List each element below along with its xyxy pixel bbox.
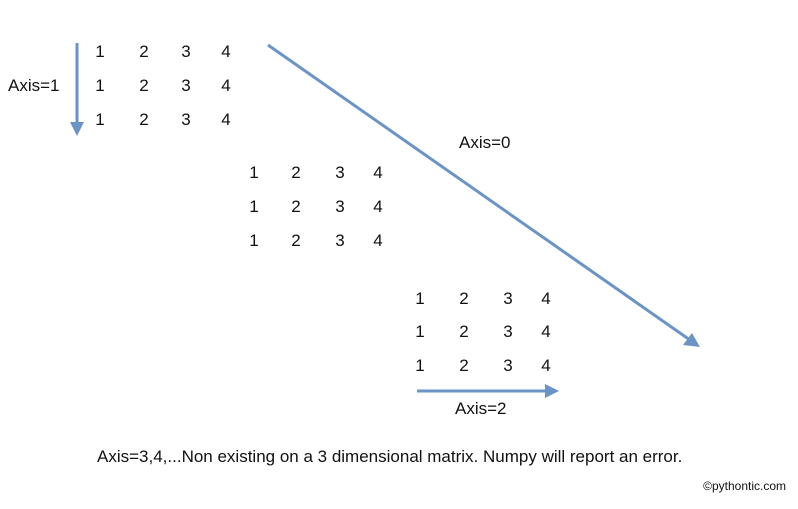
matrix-cell: 2 (139, 76, 149, 95)
matrix-row: 1 2 3 4 (244, 229, 404, 253)
matrix-cell: 2 (291, 197, 301, 216)
matrix-row: 1 2 3 4 (410, 320, 570, 344)
axis1-arrow (70, 43, 84, 136)
matrix-row: 1 2 3 4 (90, 108, 250, 132)
matrix-cell: 4 (221, 76, 231, 95)
matrix-cell: 2 (459, 322, 469, 341)
matrix-cell: 3 (335, 197, 345, 216)
matrix-cell: 3 (181, 76, 191, 95)
matrix-cell: 4 (373, 163, 383, 182)
matrix-cell: 3 (503, 322, 513, 341)
matrix-cell: 1 (95, 76, 105, 95)
matrix-cell: 2 (139, 42, 149, 61)
matrix-cell: 2 (139, 110, 149, 129)
matrix-row: 1 2 3 4 (90, 40, 250, 64)
matrix-cell: 1 (415, 322, 425, 341)
matrix-cell: 1 (249, 231, 259, 250)
matrix-cell: 4 (541, 289, 551, 308)
matrix-cell: 4 (373, 231, 383, 250)
axis0-label: Axis=0 (459, 133, 511, 152)
matrix-3: 1 2 3 4 1 2 3 4 1 2 3 4 (410, 287, 570, 407)
axis2-arrow (417, 384, 559, 398)
matrix-2: 1 2 3 4 1 2 3 4 1 2 3 4 (244, 161, 404, 281)
matrix-cell: 3 (181, 42, 191, 61)
matrix-cell: 1 (415, 356, 425, 375)
matrix-row: 1 2 3 4 (90, 74, 250, 98)
matrix-cell: 3 (503, 289, 513, 308)
matrix-cell: 2 (291, 231, 301, 250)
matrix-cell: 4 (221, 110, 231, 129)
matrix-row: 1 2 3 4 (410, 287, 570, 311)
axis0-arrow (267, 43, 700, 347)
matrix-cell: 3 (503, 356, 513, 375)
axis1-label: Axis=1 (8, 76, 60, 95)
axis2-label: Axis=2 (455, 399, 507, 418)
matrix-1: 1 2 3 4 1 2 3 4 1 2 3 4 (90, 40, 250, 160)
matrix-cell: 2 (291, 163, 301, 182)
matrix-cell: 2 (459, 356, 469, 375)
matrix-cell: 1 (95, 110, 105, 129)
matrix-cell: 4 (541, 356, 551, 375)
matrix-cell: 1 (249, 197, 259, 216)
matrix-row: 1 2 3 4 (244, 161, 404, 185)
matrix-cell: 2 (459, 289, 469, 308)
matrix-cell: 1 (415, 289, 425, 308)
matrix-row: 1 2 3 4 (410, 354, 570, 378)
matrix-cell: 3 (335, 231, 345, 250)
matrix-cell: 1 (95, 42, 105, 61)
copyright-text: ©pythontic.com (703, 479, 786, 493)
matrix-cell: 4 (541, 322, 551, 341)
matrix-cell: 4 (221, 42, 231, 61)
matrix-cell: 1 (249, 163, 259, 182)
footer-note: Axis=3,4,...Non existing on a 3 dimensio… (97, 447, 683, 466)
matrix-row: 1 2 3 4 (244, 195, 404, 219)
matrix-cell: 4 (373, 197, 383, 216)
matrix-cell: 3 (181, 110, 191, 129)
matrix-cell: 3 (335, 163, 345, 182)
